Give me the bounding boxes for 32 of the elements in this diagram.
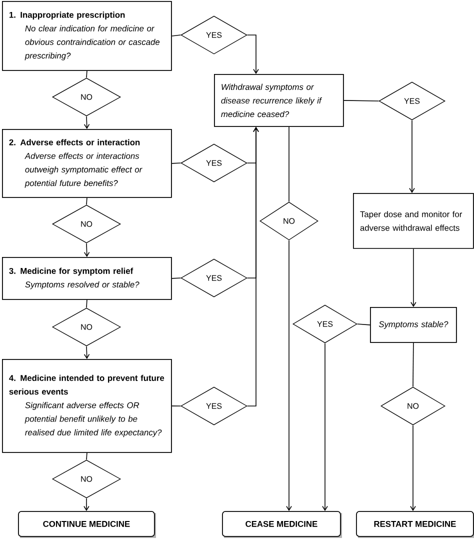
- outcome-box: CONTINUE MEDICINE: [18, 511, 155, 537]
- outcome-box: RESTART MEDICINE: [356, 511, 474, 537]
- connector-line: [172, 34, 182, 36]
- arrow: [84, 498, 90, 511]
- connector-line: [172, 162, 182, 164]
- connector-line: [86, 300, 88, 308]
- question-box: 1. Inappropriate prescription No clear indication for medicine or obvious contraindication or cascade prescribing?: [2, 1, 172, 71]
- arrow: [246, 34, 259, 74]
- question-box: 4. Medicine intended to prevent future serious events Significant adverse effects OR potential benefit unlikely to be realised due limited life expectancy?: [2, 359, 172, 453]
- connector-line: [86, 70, 88, 78]
- action-box: Taper dose and monitor for adverse withdrawal effects: [353, 193, 474, 249]
- connector-line: [172, 278, 182, 279]
- question-box: 2. Adverse effects or interaction Adverse effects or interactions outweigh symptomatic effect or potential future benefits?: [2, 129, 172, 198]
- arrow: [84, 346, 90, 359]
- arrow: [246, 126, 259, 406]
- arrow: [84, 242, 90, 257]
- arrow: [286, 240, 292, 511]
- connector-line: [412, 342, 414, 388]
- connector-line: [356, 324, 370, 326]
- arrow: [84, 116, 90, 129]
- question-box: 3. Medicine for symptom relief Symptoms resolved or stable?: [2, 257, 172, 300]
- outcome-box: CEASE MEDICINE: [222, 511, 341, 537]
- connector-line: [288, 126, 290, 202]
- connector-line: [344, 100, 380, 102]
- arrow: [322, 342, 328, 511]
- arrow: [410, 424, 416, 511]
- question-box: Withdrawal symptoms or disease recurrence likely if medicine ceased?: [214, 74, 344, 127]
- arrow: [409, 120, 415, 194]
- connector-line: [86, 452, 88, 460]
- question-box: Symptoms stable?: [370, 307, 457, 343]
- connector-line: [86, 198, 88, 206]
- arrow: [410, 248, 416, 307]
